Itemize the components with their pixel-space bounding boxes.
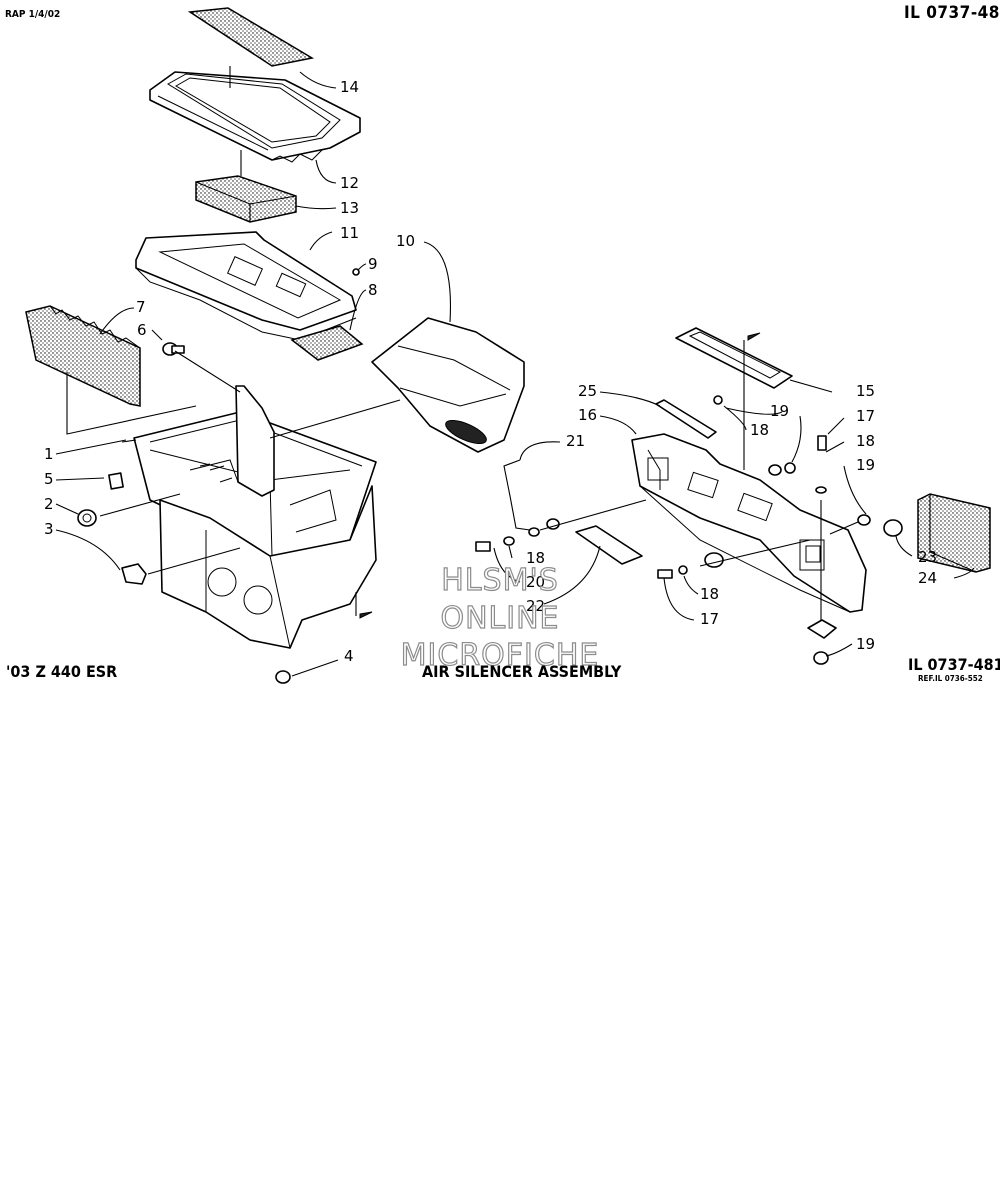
callout-12: 12 — [340, 174, 360, 192]
part-25-rod — [655, 399, 717, 439]
callout-9: 9 — [368, 255, 378, 273]
reference-illustration: REF.IL 0736-552 — [918, 674, 983, 683]
part-7-side-foam — [25, 305, 141, 407]
callout-17-b: 17 — [700, 610, 720, 628]
part-1-air-box — [133, 385, 377, 559]
callout-18-a: 18 — [750, 421, 770, 439]
callout-18-b: 18 — [856, 432, 876, 450]
callout-16: 16 — [578, 406, 598, 424]
callout-3: 3 — [44, 520, 54, 538]
callout-11: 11 — [340, 224, 360, 242]
part-6-bolt — [162, 342, 185, 356]
part-22-grommet — [883, 519, 903, 537]
part-24-bracket — [575, 525, 643, 565]
hardware-washers — [475, 395, 871, 665]
callout-24: 22 — [526, 597, 546, 615]
callout-19-b: 19 — [856, 456, 876, 474]
callout-14: 14 — [340, 78, 360, 96]
callout-21: 21 — [566, 432, 586, 450]
callout-2: 2 — [44, 495, 54, 513]
callout-15: 15 — [856, 382, 876, 400]
callout-18-d: 18 — [700, 585, 720, 603]
part-15-gasket — [675, 327, 793, 389]
part-9-screw — [352, 268, 360, 276]
model-label: '03 Z 440 ESR — [6, 662, 118, 681]
illustration-number: IL 0737-481 — [904, 3, 1000, 23]
part-21-hose — [503, 459, 531, 531]
part-23-filter — [917, 493, 991, 573]
part-5-clip — [108, 472, 124, 490]
callout-7: 7 — [136, 298, 146, 316]
callout-4: 4 — [344, 647, 354, 665]
part-3-clip — [121, 563, 147, 585]
callout-17-a: 17 — [856, 407, 876, 425]
callout-leaders — [55, 71, 975, 677]
callout-25: 25 — [578, 382, 598, 400]
callout-19-a: 19 — [770, 402, 790, 420]
callout-20: 20 — [526, 573, 546, 591]
part-11-tray — [135, 231, 357, 341]
callout-18-c: 18 — [526, 549, 546, 567]
part-8-foam-strip — [290, 325, 364, 361]
callout-1: 1 — [44, 445, 54, 463]
part-12-cover — [149, 71, 361, 163]
silencer-lower-body — [159, 485, 377, 649]
callout-19-c: 19 — [856, 635, 876, 653]
part-13-foam-block — [195, 175, 297, 223]
callout-10: 10 — [396, 232, 416, 250]
part-16-resonator — [631, 433, 867, 613]
callout-6: 6 — [137, 321, 147, 339]
callout-5: 5 — [44, 470, 54, 488]
drawing-date-code: RAP 1/4/02 — [5, 9, 61, 20]
watermark-line-3: MICROFICHE — [400, 638, 600, 673]
callout-22: 23 — [918, 548, 938, 566]
footer-illustration-number: IL 0737-481 — [908, 655, 1000, 674]
callout-8: 8 — [368, 281, 378, 299]
part-4-plug — [275, 670, 291, 684]
part-10-intake-duct — [371, 317, 525, 453]
callout-13: 13 — [340, 199, 360, 217]
assembly-title: AIR SILENCER ASSEMBLY — [422, 662, 622, 681]
callout-23: 24 — [918, 569, 938, 587]
part-2-grommet — [77, 509, 97, 527]
watermark-line-1: HLSM'S — [441, 563, 559, 598]
watermark-line-2: ONLINE — [440, 601, 560, 636]
alignment-lines — [66, 332, 859, 620]
part-14-filter-screen — [187, 7, 315, 67]
